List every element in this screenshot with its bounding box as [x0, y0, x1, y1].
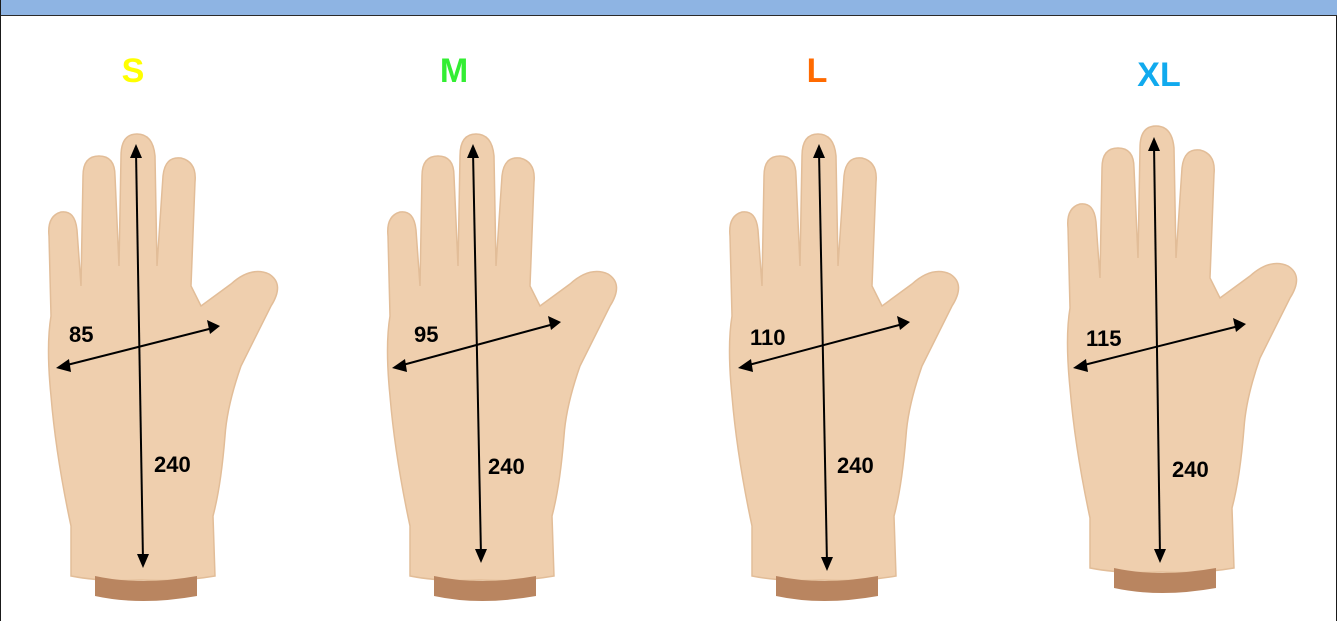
size-panel-xl: XL 115 240: [1004, 16, 1337, 621]
glove-shape: [1066, 125, 1298, 574]
wrist-skin: [434, 576, 536, 601]
width-label: 95: [414, 322, 439, 347]
wrist-skin: [1114, 568, 1216, 593]
size-label: L: [806, 52, 828, 90]
size-panel-l: L 110 240: [670, 16, 1004, 621]
size-panel-m: M 95 240: [336, 16, 670, 621]
glove-shape: [728, 133, 960, 582]
wrist-skin: [776, 576, 878, 601]
width-label: 85: [69, 322, 94, 347]
glove-l-icon: [728, 133, 960, 601]
size-label: XL: [1137, 56, 1181, 94]
glove-shape: [47, 133, 279, 582]
length-label: 240: [1172, 457, 1209, 482]
length-label: 240: [837, 453, 874, 478]
length-label: 240: [154, 452, 191, 477]
glove-shape: [386, 133, 618, 582]
size-panel-s: S 85 240: [1, 16, 335, 621]
glove-s-icon: [47, 133, 279, 601]
header-band: [1, 0, 1337, 16]
glove-m-icon: [386, 133, 618, 601]
width-label: 115: [1086, 326, 1122, 351]
size-label: M: [439, 52, 469, 90]
size-label: S: [121, 52, 145, 90]
length-label: 240: [488, 454, 525, 479]
wrist-skin: [95, 576, 197, 601]
width-label: 110: [750, 325, 786, 350]
glove-xl-icon: [1066, 125, 1298, 593]
